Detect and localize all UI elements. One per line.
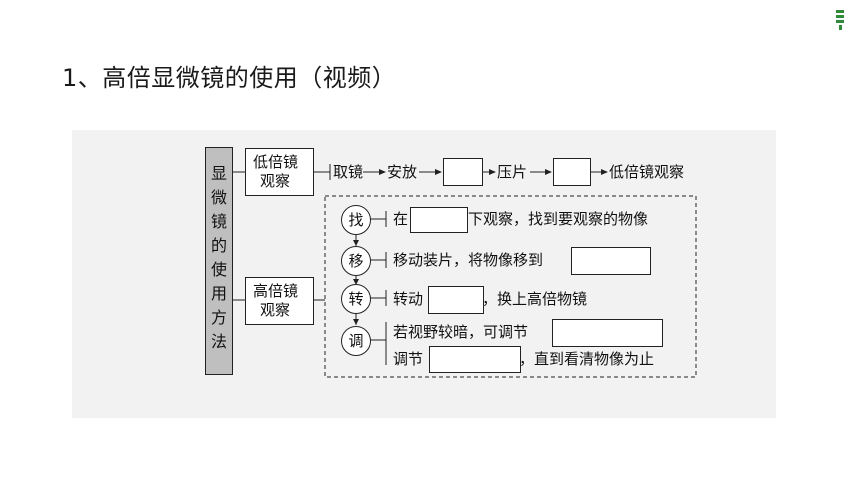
method-label-char: 使 bbox=[210, 260, 227, 279]
step-take-scope: 取镜 bbox=[333, 163, 364, 181]
logo-icon bbox=[836, 10, 844, 30]
move-text-a: 移动装片，将物像移到 bbox=[393, 251, 544, 269]
adjust-text-d: ，直到看清物像为止 bbox=[519, 350, 655, 368]
blank-find bbox=[410, 207, 468, 233]
step-find-circle: 找 bbox=[341, 205, 371, 235]
turn-text-a: 转动 bbox=[393, 290, 424, 308]
blank-adjust-1 bbox=[552, 319, 663, 347]
blank-2 bbox=[553, 158, 591, 186]
find-text-a: 在 bbox=[393, 210, 409, 228]
find-text-b: 下观察，找到要观察的物像 bbox=[468, 210, 649, 228]
method-label-char: 显 bbox=[210, 164, 227, 183]
high-power-line1: 高倍镜 bbox=[253, 282, 299, 300]
step-place: 安放 bbox=[387, 163, 418, 181]
step-low-observe: 低倍镜观察 bbox=[609, 163, 685, 181]
blank-turn bbox=[428, 286, 484, 314]
adjust-text-a: 若视野较暗，可调节 bbox=[393, 323, 529, 341]
turn-text-b: ，换上高倍物镜 bbox=[482, 290, 588, 308]
blank-adjust-2 bbox=[429, 346, 521, 373]
diagram-panel bbox=[72, 130, 776, 418]
adjust-text-c: 调节 bbox=[393, 350, 424, 368]
step-adjust-circle: 调 bbox=[341, 326, 371, 356]
high-power-line2: 观察 bbox=[260, 301, 291, 319]
method-label-char: 用 bbox=[210, 284, 227, 303]
step-press-slide: 压片 bbox=[497, 163, 528, 181]
low-power-line2: 观察 bbox=[260, 172, 291, 190]
slide-title: 1、高倍显微镜的使用（视频） bbox=[62, 64, 397, 92]
method-label-char: 方 bbox=[210, 308, 227, 327]
low-power-box: 低倍镜 观察 bbox=[245, 148, 314, 196]
method-label-char: 法 bbox=[210, 332, 227, 351]
blank-1 bbox=[443, 158, 483, 186]
step-turn-circle: 转 bbox=[341, 284, 371, 314]
method-label: 显 微 镜 的 使 用 方 法 bbox=[205, 147, 233, 375]
method-label-char: 微 bbox=[210, 188, 227, 207]
step-move-circle: 移 bbox=[341, 246, 371, 276]
method-label-char: 镜 bbox=[210, 212, 227, 231]
low-power-line1: 低倍镜 bbox=[253, 153, 299, 171]
blank-move bbox=[571, 247, 651, 275]
method-label-char: 的 bbox=[210, 236, 227, 255]
high-power-box: 高倍镜 观察 bbox=[245, 277, 314, 325]
